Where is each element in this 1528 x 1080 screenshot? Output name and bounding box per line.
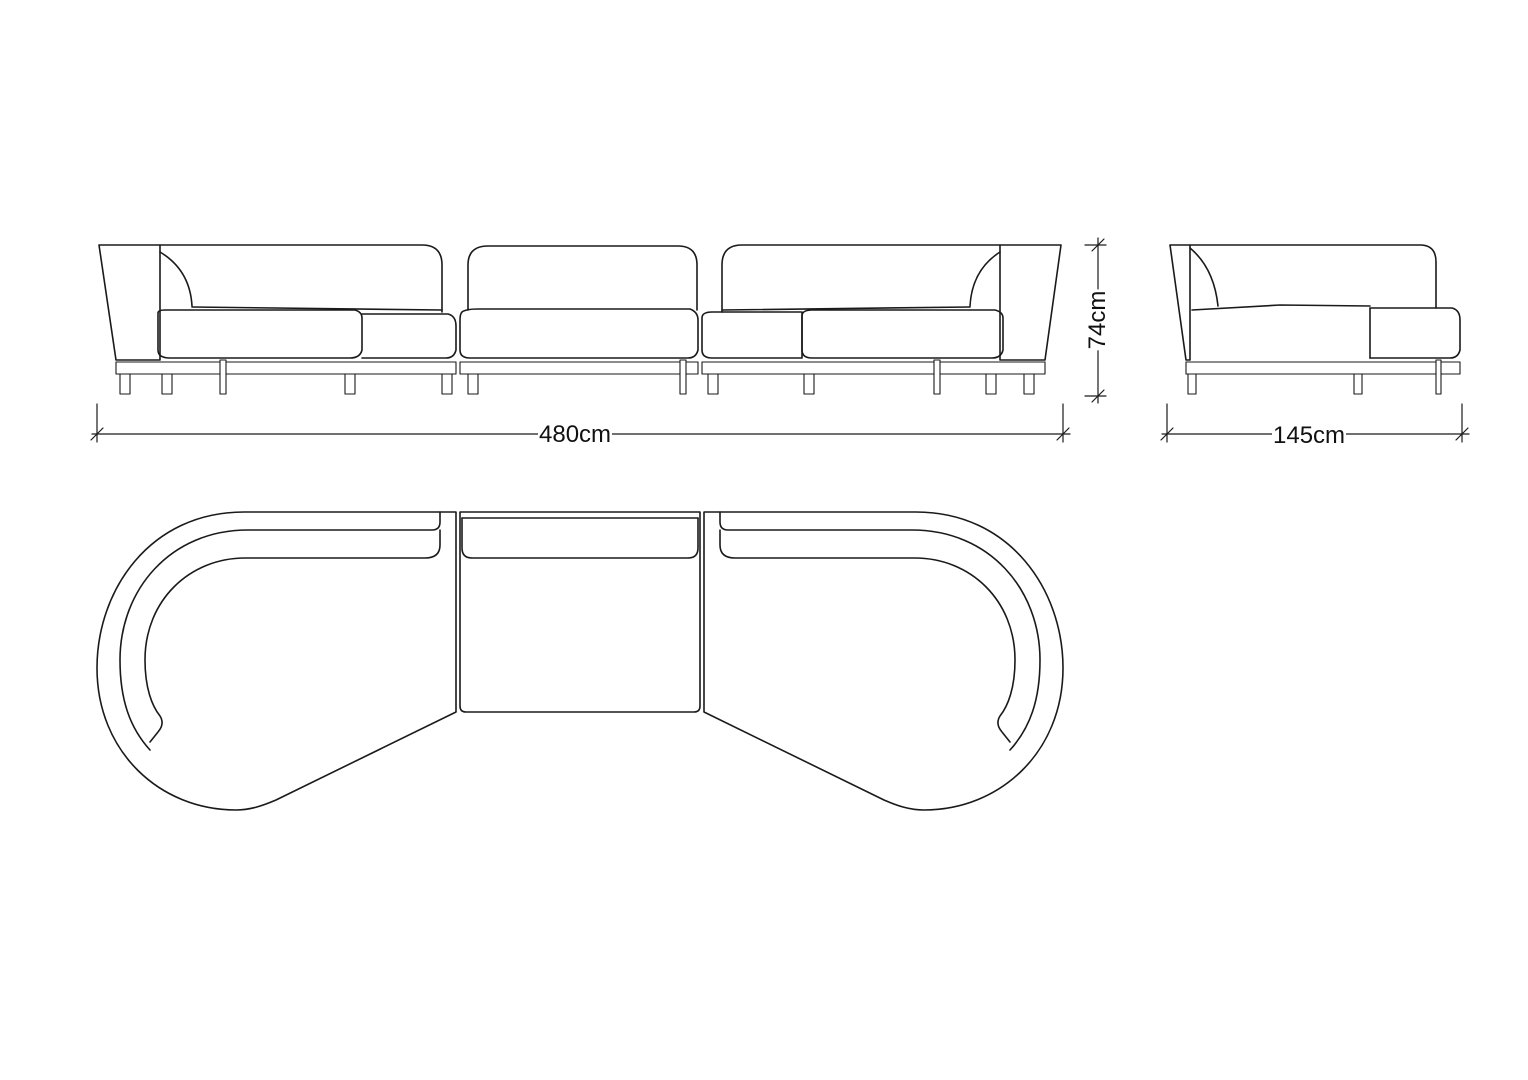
depth-dimension-label: 145cm	[1272, 422, 1347, 449]
height-dimension-label: 74cm	[1084, 289, 1111, 351]
side-elevation	[1169, 244, 1461, 395]
length-dimension-label: 480cm	[538, 421, 613, 448]
front-middle-module	[459, 245, 699, 395]
front-left-module	[98, 244, 457, 395]
plan-right-module	[703, 511, 1064, 811]
front-elevation	[98, 244, 1062, 395]
front-right-module	[701, 244, 1062, 395]
plan-middle-module	[459, 511, 701, 713]
plan-view	[96, 511, 1064, 811]
plan-left-module	[96, 511, 457, 811]
dimension-lines	[90, 237, 1470, 443]
